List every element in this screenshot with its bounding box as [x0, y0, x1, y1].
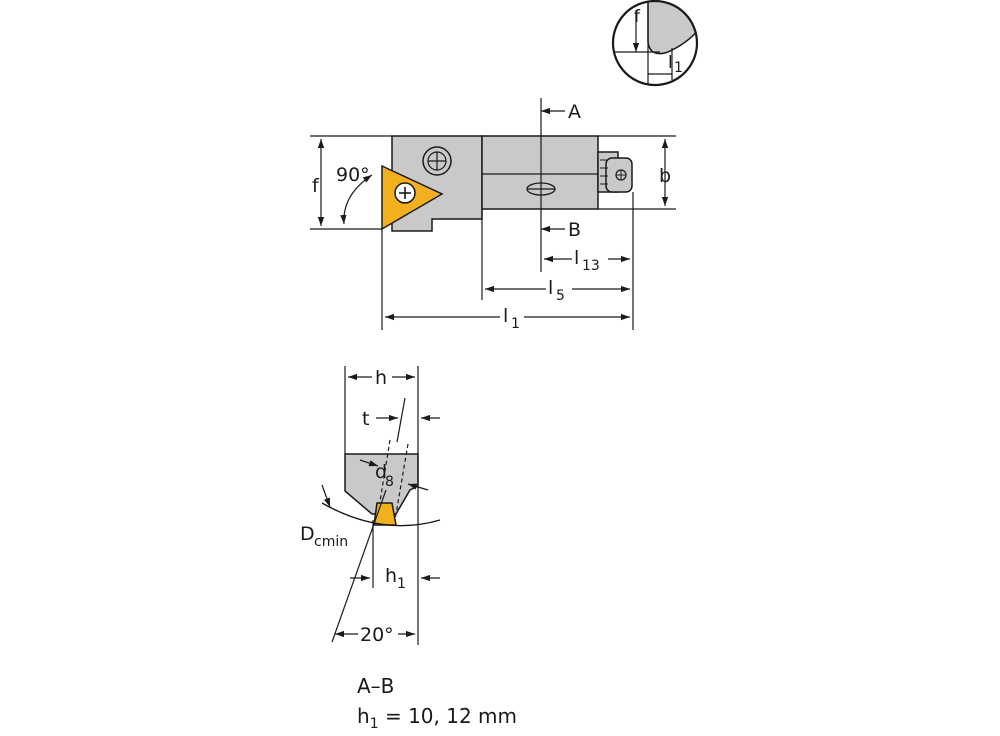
section-b-label: B	[568, 219, 581, 241]
mag-l-label: l	[668, 53, 673, 73]
dim-h1-label: h	[385, 565, 397, 587]
dim-l5-sub: 5	[556, 288, 565, 304]
dim-h-label: h	[375, 367, 387, 389]
section-a-label: A	[568, 101, 581, 123]
detail-magnifier: f l 1	[611, 0, 699, 87]
mag-l-sub: 1	[674, 60, 683, 76]
dim-l13-label: l	[574, 247, 579, 269]
angle-20-label: 20°	[360, 624, 394, 646]
h1-spec-value: = 10, 12 mm	[378, 704, 518, 728]
mag-f-label: f	[634, 7, 641, 27]
holder-shank	[481, 135, 599, 210]
dim-l5-label: l	[548, 277, 553, 299]
h1-spec: h1 = 10, 12 mm	[357, 706, 517, 731]
dim-d8-label: d	[375, 461, 387, 483]
section-view: h t d 8 D cmin h 1 20°	[300, 366, 441, 646]
dim-l13-sub: 13	[582, 258, 600, 274]
dim-dcmin-sub: cmin	[314, 534, 348, 550]
dim-h1-sub: 1	[397, 576, 406, 592]
dim-l1-sub: 1	[511, 316, 520, 332]
dim-f-label: f	[312, 175, 320, 197]
angle-90-label: 90°	[336, 164, 370, 186]
section-caption: A–B	[357, 674, 395, 698]
h1-spec-var: h	[357, 704, 370, 728]
dim-b-label: b	[659, 165, 671, 187]
h1-spec-sub: 1	[369, 716, 379, 732]
top-view: A B f 90° b l 13 l 5 l 1	[310, 98, 676, 332]
dim-t-label: t	[362, 408, 369, 430]
dim-dcmin-label: D	[300, 523, 315, 545]
dim-d8-sub: 8	[385, 474, 394, 490]
dim-l1-label: l	[503, 305, 508, 327]
